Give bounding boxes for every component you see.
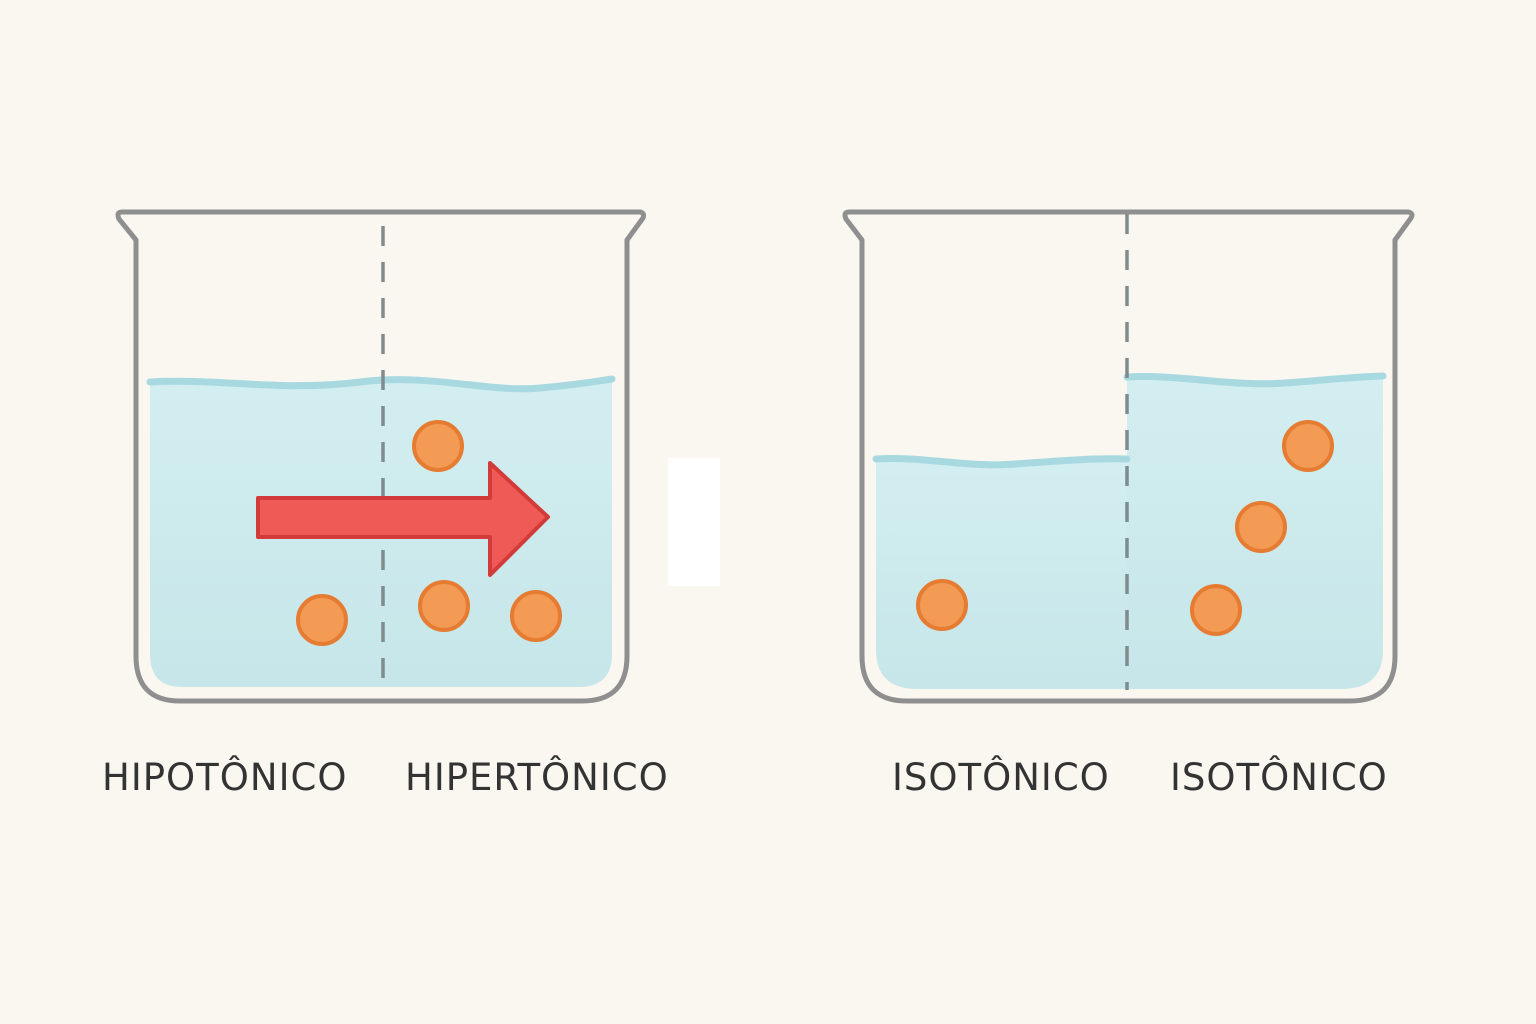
- blank-box: [668, 458, 720, 586]
- isotonic-right-label: ISOTÔNICO: [1170, 756, 1388, 799]
- hypertonic-label: HIPERTÔNICO: [405, 756, 669, 799]
- solute-particle: [510, 590, 562, 642]
- solute-particle: [916, 579, 968, 631]
- solute-particle: [418, 580, 470, 632]
- left-beaker-glass: [115, 209, 647, 704]
- right-beaker-right-water-surface: [1123, 372, 1387, 388]
- solute-particle: [296, 594, 348, 646]
- left-beaker: [115, 209, 647, 704]
- left-beaker-water-surface: [146, 375, 616, 393]
- solute-particle: [1190, 584, 1242, 636]
- solute-particle: [1235, 501, 1287, 553]
- solute-particle: [412, 420, 464, 472]
- right-beaker: [842, 209, 1415, 704]
- right-beaker-left-water: [876, 458, 1127, 689]
- right-beaker-left-water-surface: [872, 455, 1131, 469]
- right-beaker-glass: [842, 209, 1415, 704]
- solute-particle: [1282, 420, 1334, 472]
- hypotonic-label: HIPOTÔNICO: [102, 756, 348, 799]
- isotonic-left-label: ISOTÔNICO: [892, 756, 1110, 799]
- water-flow-arrow-right-icon: [256, 461, 550, 577]
